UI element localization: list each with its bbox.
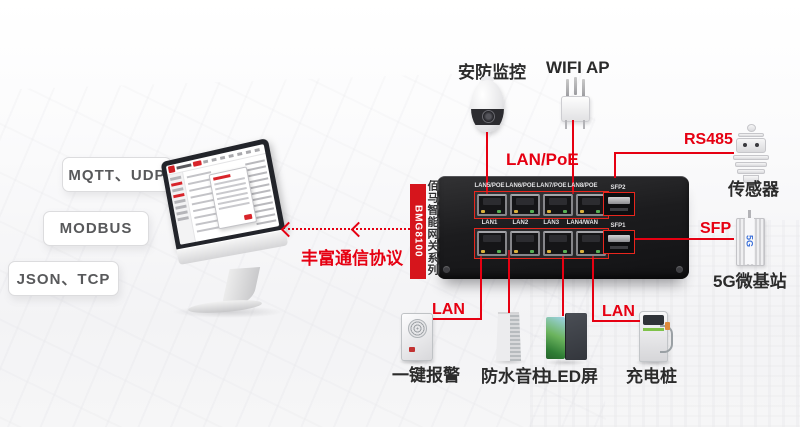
rj45-port-lan7	[543, 194, 573, 216]
camera-link-line	[486, 132, 488, 194]
port-label: LAN5/POE	[474, 183, 505, 189]
lan-poe-link-label: LAN/PoE	[506, 150, 579, 169]
gateway-model: BMG8100	[412, 205, 424, 258]
dashboard-title-bar	[176, 163, 192, 170]
charger-link-line-v	[592, 250, 594, 322]
wifi-ap-label: WIFI AP	[546, 58, 610, 77]
protocol-label: JSON、TCP	[16, 271, 111, 288]
port-label: LAN1	[481, 220, 498, 226]
monitor	[160, 137, 292, 280]
weather-sensor-icon	[731, 124, 771, 183]
port-label: LAN7/POE	[536, 183, 567, 189]
lan-right-link-label: LAN	[602, 303, 635, 320]
rs485-link-line-h	[614, 152, 734, 154]
led-label: LED屏	[547, 367, 598, 386]
rs485-link-label: RS485	[684, 131, 733, 148]
column-speaker-icon	[496, 312, 521, 361]
sfp2-label: SFP2	[610, 185, 626, 191]
rj45-port-lan1	[477, 231, 507, 256]
rj45-port-lan2	[510, 231, 540, 256]
screw-icon	[676, 266, 683, 273]
led-link-line	[562, 250, 564, 316]
dashboard-logo	[167, 165, 176, 174]
port-label: LAN3	[543, 220, 560, 226]
camera-top-knob	[481, 76, 494, 83]
alarm-intercom-icon	[401, 313, 433, 361]
speaker-link-line	[508, 250, 510, 313]
alarm-link-line-h	[433, 318, 482, 320]
port-label: LAN8/POE	[567, 183, 598, 189]
dashboard-modal-button	[243, 213, 253, 221]
security-camera-icon	[471, 80, 504, 132]
rj45-port-lan5	[477, 194, 507, 216]
5g-base-station-icon: 5G	[736, 210, 765, 266]
antenna-icon	[748, 210, 751, 219]
base-station-label: 5G微基站	[713, 272, 787, 291]
sensor-label: 传感器	[728, 180, 779, 199]
alarm-label: 一键报警	[392, 366, 460, 385]
ev-charger-icon	[639, 311, 673, 362]
port-label: LAN2	[512, 220, 529, 226]
dashboard-active-tab	[192, 160, 202, 167]
dashboard-screen	[165, 143, 280, 245]
alarm-link-line-v	[480, 250, 482, 320]
protocol-box-modbus: MODBUS	[43, 211, 149, 246]
top-port-labels: LAN5/POE LAN6/POE LAN7/POE LAN8/POE	[474, 183, 598, 189]
gateway-model-banner: BMG8100	[410, 184, 426, 279]
rj45-port-lan8	[576, 194, 606, 216]
rj45-port-lan4	[576, 231, 606, 256]
port-label: LAN6/POE	[505, 183, 536, 189]
protocol-dotted-line	[288, 228, 410, 230]
5g-badge: 5G	[744, 234, 755, 247]
antenna-icon	[566, 79, 569, 97]
sfp-link-line	[634, 238, 734, 240]
wifi-link-line	[572, 120, 574, 194]
rich-protocol-caption: 丰富通信协议	[301, 249, 403, 268]
rj45-port-lan3	[543, 231, 573, 256]
lan-poe-port-group	[474, 191, 609, 219]
wifi-ap-connector	[583, 120, 585, 129]
camera-label: 安防监控	[458, 63, 526, 82]
sfp-link-label: SFP	[700, 220, 732, 237]
protocol-label: MODBUS	[59, 220, 133, 237]
protocol-label: MQTT、UDP	[68, 167, 166, 184]
sfp1-label: SFP1	[610, 223, 626, 229]
antenna-icon	[574, 77, 577, 95]
sfp2-port	[603, 192, 635, 216]
protocol-box-json-tcp: JSON、TCP	[8, 261, 119, 296]
rj45-port-lan6	[510, 194, 540, 216]
led-screen-front-icon	[546, 317, 565, 359]
lan-left-link-label: LAN	[432, 301, 465, 318]
charger-nozzle	[665, 322, 670, 330]
lan-port-group	[474, 228, 609, 259]
protocol-box-mqtt-udp: MQTT、UDP	[62, 157, 172, 192]
screw-icon	[443, 266, 450, 273]
charger-link-line-h	[592, 320, 640, 322]
bottom-port-labels: LAN1 LAN2 LAN3 LAN4/WAN	[474, 220, 598, 226]
gateway-series-label: 佰马智能网关系列	[426, 180, 438, 276]
sfp1-port	[603, 230, 635, 254]
port-label: LAN4/WAN	[566, 220, 599, 226]
wifi-ap-connector	[565, 120, 567, 129]
charger-label: 充电桩	[626, 367, 677, 386]
rs485-link-line-v	[614, 152, 616, 178]
speaker-label: 防水音柱	[481, 367, 549, 386]
antenna-icon	[582, 79, 585, 97]
wifi-ap-icon	[561, 96, 590, 122]
led-screen-back-icon	[565, 313, 587, 360]
